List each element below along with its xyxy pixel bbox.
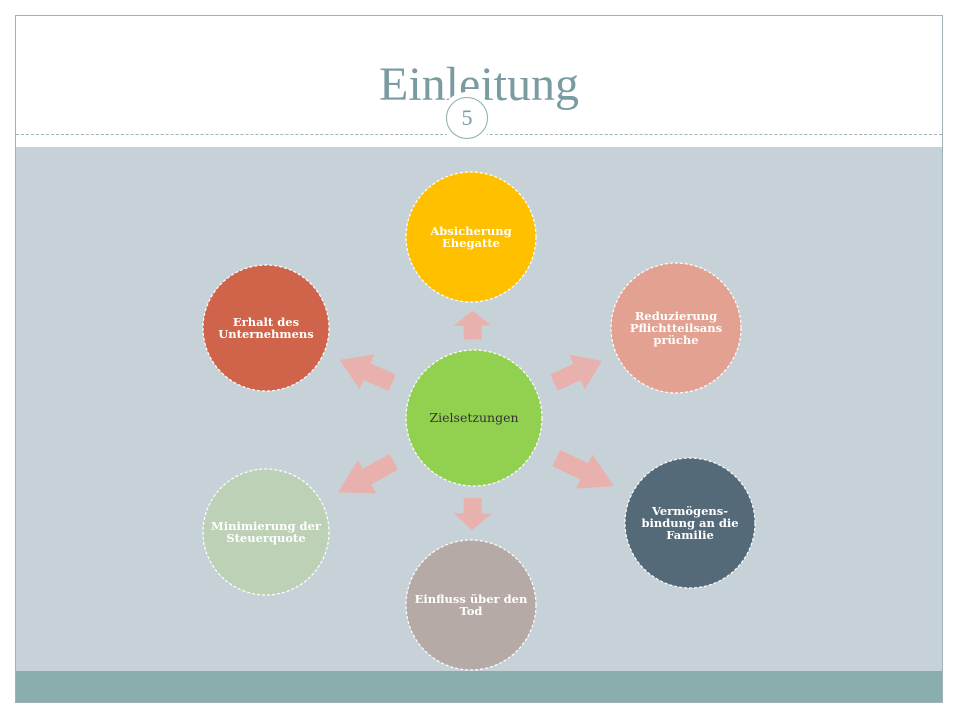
node-circle-vermoegensbindung bbox=[624, 457, 756, 589]
arrow-to-minimierung-steuerquote bbox=[338, 454, 399, 494]
node-circle-erhalt-unternehmen bbox=[202, 264, 330, 392]
arrow-to-reduzierung-pflichtteil bbox=[550, 354, 603, 391]
node-label-vermoegensbindung: Vermögens-bindung an die Familie bbox=[641, 503, 739, 543]
node-label-erhalt-unternehmen: Erhalt des Unternehmens bbox=[218, 314, 314, 341]
node-label-einfluss-tod: Einfluss über den Tod bbox=[414, 591, 528, 618]
arrow-to-erhalt-unternehmen bbox=[339, 354, 396, 391]
node-circle-minimierung-steuerquote bbox=[202, 468, 330, 596]
arrow-group bbox=[338, 310, 615, 531]
center-node-circle bbox=[405, 349, 543, 487]
page-number: 5 bbox=[446, 97, 488, 139]
center-node-label: Zielsetzungen bbox=[429, 410, 519, 426]
node-label-minimierung-steuerquote: Minimierung der Steuerquote bbox=[211, 518, 321, 545]
node-label-reduzierung-pflichtteil: Reduzierung Pflichtteilsans prüche bbox=[629, 308, 723, 348]
node-circle-einfluss-tod bbox=[405, 539, 537, 671]
arrow-to-absicherung-ehegatte bbox=[453, 310, 492, 340]
arrow-to-vermoegensbindung bbox=[552, 449, 615, 489]
arrow-to-einfluss-tod bbox=[453, 497, 492, 531]
node-label-absicherung-ehegatte: Absicherung Ehegatte bbox=[430, 223, 512, 250]
circle-group bbox=[202, 171, 756, 671]
node-circle-reduzierung-pflichtteil bbox=[610, 262, 742, 394]
node-circle-absicherung-ehegatte bbox=[405, 171, 537, 303]
slide-footer bbox=[16, 671, 942, 702]
